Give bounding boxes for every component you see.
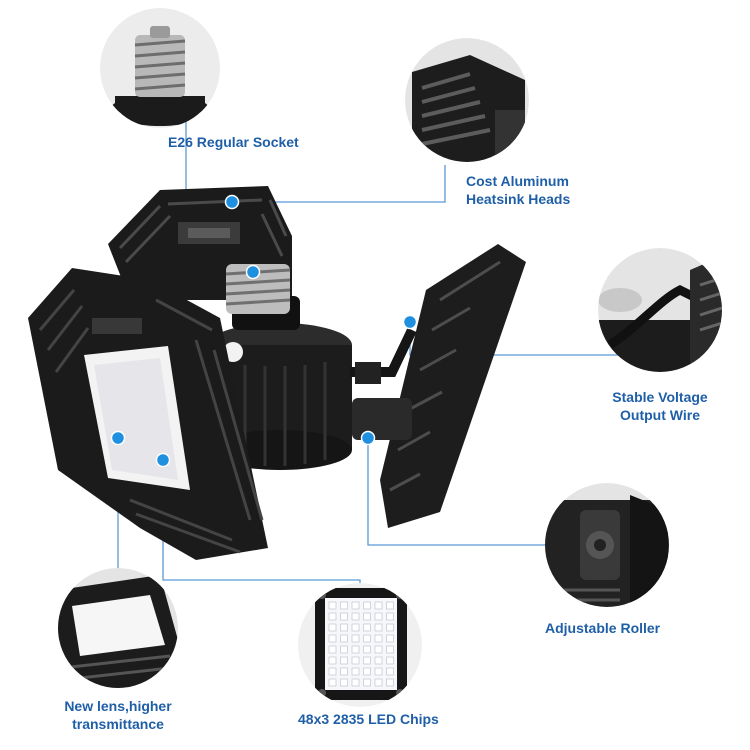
led-chip [374, 612, 383, 621]
label-lens-line1: New lens,higher [64, 698, 172, 714]
led-chip [374, 634, 383, 643]
led-chip [363, 656, 371, 665]
led-chip [386, 656, 394, 665]
wire-closeup [598, 248, 722, 372]
label-heatsink-line1: Cost Aluminum [466, 173, 569, 189]
led-chip [328, 601, 337, 610]
led-chip [363, 612, 371, 621]
label-chips: 48x3 2835 LED Chips [298, 711, 439, 727]
led-chip [328, 623, 337, 632]
lens-closeup [58, 568, 178, 688]
led-chip [340, 623, 348, 632]
led-chip [351, 612, 360, 621]
led-chip [386, 612, 394, 621]
led-chip [328, 678, 337, 687]
dot-roller [360, 430, 376, 446]
garage-light-fixture [28, 186, 526, 560]
center-socket [225, 264, 300, 330]
heatsink-closeup [405, 38, 529, 162]
led-chip [328, 645, 337, 654]
led-chip [328, 667, 337, 676]
leader-roller [367, 438, 548, 546]
led-chip [340, 667, 348, 676]
led-chips-closeup [298, 583, 422, 707]
leader-heatsink [232, 165, 446, 203]
dot-socket [245, 264, 261, 280]
led-chip [386, 667, 394, 676]
led-chip [351, 601, 360, 610]
led-chip [351, 667, 360, 676]
led-chip [363, 678, 371, 687]
dot-lens [110, 430, 126, 446]
led-chip [340, 634, 348, 643]
led-chip [340, 656, 348, 665]
led-chip [363, 634, 371, 643]
right-panel [380, 244, 526, 528]
label-lens-line2: transmittance [72, 716, 164, 732]
led-chip [351, 678, 360, 687]
led-chip [374, 656, 383, 665]
led-chip [328, 656, 337, 665]
label-wire: Stable Voltage Output Wire [600, 388, 720, 424]
led-chip [328, 634, 337, 643]
led-chip [386, 678, 394, 687]
led-chip [386, 645, 394, 654]
led-chip [340, 678, 348, 687]
led-chip [374, 678, 383, 687]
led-chip [386, 601, 394, 610]
led-chip [351, 623, 360, 632]
label-socket: E26 Regular Socket [168, 134, 299, 150]
dot-wire [402, 314, 418, 330]
led-chip [351, 656, 360, 665]
led-chip [374, 623, 383, 632]
led-chip [340, 645, 348, 654]
label-roller: Adjustable Roller [545, 620, 661, 636]
label-heatsink-line2: Heatsink Heads [466, 191, 571, 207]
led-chip [386, 634, 394, 643]
led-chip [363, 623, 371, 632]
led-chip [340, 601, 348, 610]
label-wire-line2: Output Wire [620, 407, 700, 423]
dot-chips [155, 452, 171, 468]
led-chip [363, 667, 371, 676]
hinge-arm [350, 327, 417, 440]
led-chip [351, 634, 360, 643]
led-chip-grid [328, 601, 394, 687]
dot-heatsink [224, 194, 240, 210]
callout-dots [110, 194, 418, 468]
label-lens: New lens,higher transmittance [48, 697, 188, 733]
label-wire-line1: Stable Voltage [612, 389, 708, 405]
led-chip [386, 623, 394, 632]
led-chip [374, 667, 383, 676]
led-chip [363, 601, 371, 610]
led-chip [340, 612, 348, 621]
led-chip [328, 612, 337, 621]
led-chip [363, 645, 371, 654]
led-chip [374, 645, 383, 654]
led-chip [351, 645, 360, 654]
roller-closeup [545, 483, 669, 607]
socket-closeup [100, 8, 220, 128]
label-heatsink: Cost Aluminum Heatsink Heads [466, 172, 570, 208]
led-chip [374, 601, 383, 610]
